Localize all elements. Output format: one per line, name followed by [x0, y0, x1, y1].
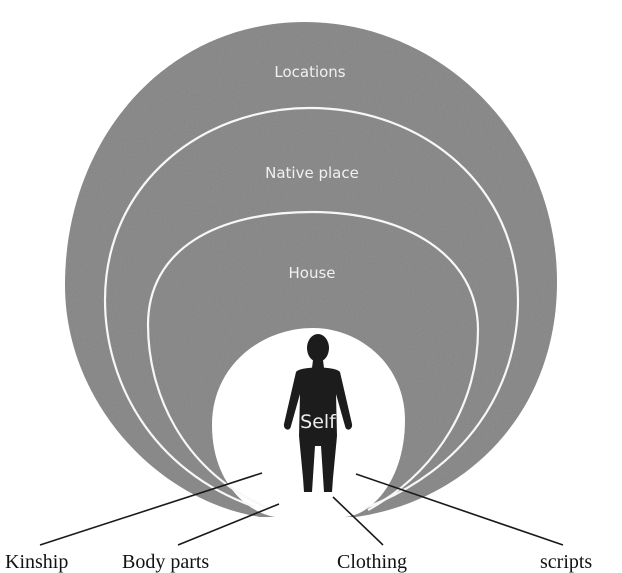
- label-native-place: Native place: [265, 164, 359, 182]
- pointer-body-parts: [178, 504, 279, 545]
- label-locations: Locations: [274, 63, 345, 81]
- label-self: Self: [300, 411, 337, 433]
- label-body-parts: Body parts: [122, 551, 209, 573]
- label-kinship: Kinship: [5, 551, 68, 573]
- label-house: House: [288, 264, 335, 282]
- label-scripts: scripts: [540, 551, 592, 573]
- label-clothing: Clothing: [337, 551, 407, 573]
